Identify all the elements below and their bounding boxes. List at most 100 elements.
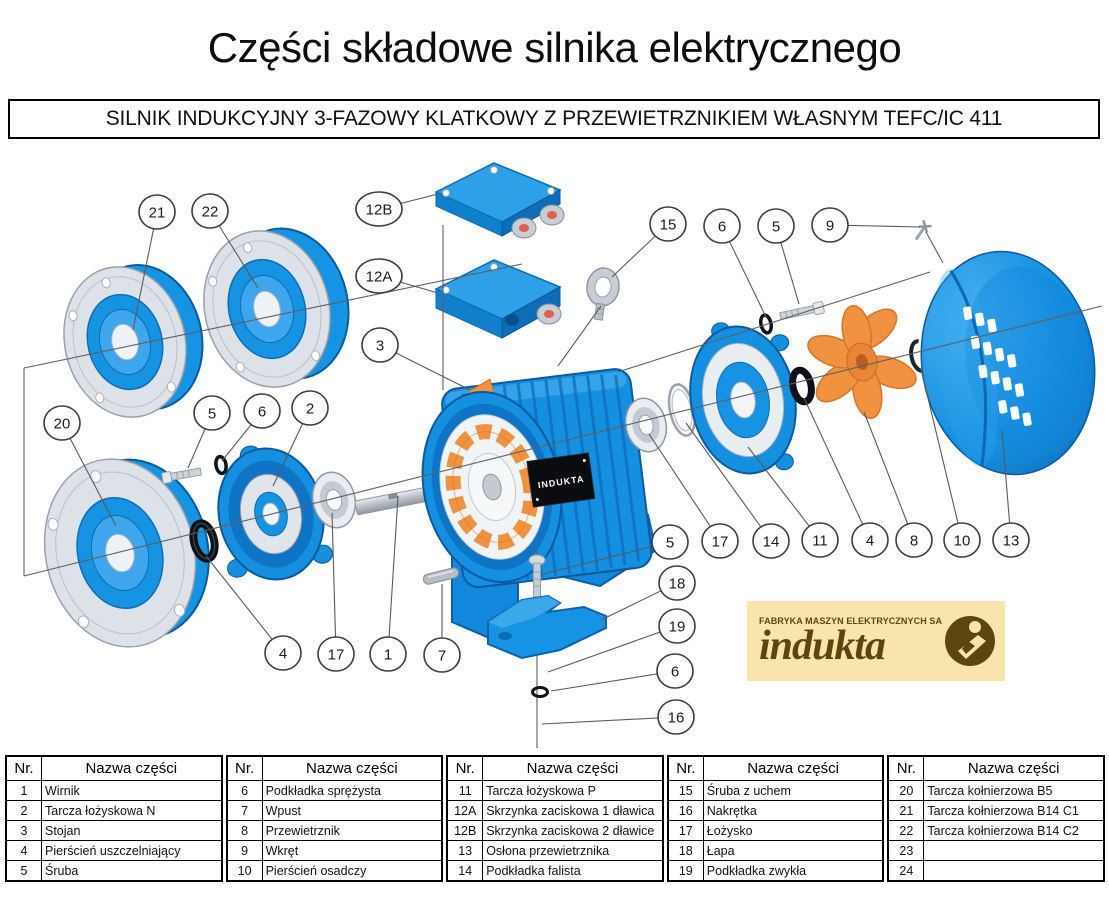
callout-4: 4 <box>264 635 302 671</box>
callout-17: 17 <box>701 523 739 559</box>
column-header-name: Nazwa części <box>923 755 1105 781</box>
leader-line-21 <box>132 211 158 331</box>
callout-21: 21 <box>138 194 176 230</box>
callout-2: 2 <box>291 390 329 426</box>
part-name: Tarcza kołnierzowa B14 C2 <box>923 820 1105 841</box>
leader-line-4 <box>803 397 871 541</box>
part-name: Wpust <box>261 800 443 821</box>
callout-5: 5 <box>757 208 795 244</box>
column-header-nr: Nr. <box>667 755 704 781</box>
part-name: Tarcza łożyskowa N <box>40 800 223 821</box>
svg-text:16: 16 <box>668 710 685 727</box>
leader-line-1 <box>387 495 399 655</box>
part-name: Wkręt <box>261 840 443 861</box>
svg-text:7: 7 <box>438 648 446 665</box>
leader-line-20 <box>61 422 117 527</box>
part-number: 3 <box>5 820 42 841</box>
column-header-nr: Nr. <box>5 755 42 781</box>
svg-text:4: 4 <box>279 646 287 663</box>
part-name: Podkładka falista <box>482 860 664 882</box>
part-number: 7 <box>226 800 263 821</box>
callout-6: 6 <box>243 393 281 429</box>
svg-text:14: 14 <box>763 534 780 551</box>
subtitle-box: SILNIK INDUKCYJNY 3-FAZOWY KLATKOWY Z PR… <box>8 99 1100 139</box>
callout-16: 16 <box>657 699 695 735</box>
stator: INDUKTA <box>421 368 658 642</box>
part-name: Podkładka sprężysta <box>261 780 443 801</box>
svg-text:10: 10 <box>954 533 971 550</box>
vent-slots <box>963 306 1032 426</box>
part-number: 9 <box>226 840 263 861</box>
svg-text:12A: 12A <box>366 269 393 286</box>
part-name: Osłona przewietrznika <box>482 840 664 861</box>
leader-line-14 <box>685 422 772 542</box>
bolt-left <box>161 467 202 484</box>
part-number: 18 <box>667 840 704 861</box>
foot-fastener-set <box>487 548 607 748</box>
part-name: Stojan <box>40 820 223 841</box>
terminal-box-1-gland <box>434 259 562 339</box>
leader-line-4 <box>205 555 284 654</box>
indukta-logo: FABRYKA MASZYN ELEKTRYCZNYCH SA indukta <box>747 601 1005 681</box>
part-number: 6 <box>226 780 263 801</box>
bolt-vertical <box>528 554 546 598</box>
svg-text:6: 6 <box>718 219 726 236</box>
callout-10: 10 <box>943 522 981 558</box>
subtitle-text: SILNIK INDUKCYJNY 3-FAZOWY KLATKOWY Z PR… <box>105 107 1003 130</box>
svg-text:11: 11 <box>812 533 828 550</box>
part-name: Śruba <box>40 860 223 882</box>
part-number: 14 <box>446 860 484 882</box>
svg-text:5: 5 <box>208 406 216 423</box>
part-name: Przewietrznik <box>261 820 443 841</box>
part-number: 2 <box>5 800 42 821</box>
part-name: Tarcza kołnierzowa B5 <box>923 780 1105 801</box>
part-name: Wirnik <box>40 780 223 801</box>
leader-line-17 <box>648 433 721 542</box>
callout-18: 18 <box>658 565 696 601</box>
part-name: Łożysko <box>702 820 884 841</box>
callout-17: 17 <box>317 636 355 672</box>
callout-6: 6 <box>703 208 741 244</box>
part-name: Skrzynka zaciskowa 2 dławice <box>482 820 664 841</box>
leader-lines <box>61 193 1012 725</box>
callout-15: 15 <box>649 206 687 242</box>
svg-text:5: 5 <box>772 219 780 236</box>
part-number: 13 <box>446 840 484 861</box>
part-number: 11 <box>446 780 484 801</box>
bearing-rear <box>624 397 668 453</box>
flange-b5 <box>43 458 210 648</box>
leader-line-19 <box>547 625 678 673</box>
svg-text:1: 1 <box>384 647 392 664</box>
motor-nameplate: INDUKTA <box>526 452 596 508</box>
part-name <box>923 860 1105 882</box>
svg-text:9: 9 <box>826 218 834 235</box>
part-number: 10 <box>226 860 263 882</box>
leader-line-13 <box>1001 429 1012 541</box>
svg-text:13: 13 <box>1003 533 1020 550</box>
callout-11: 11 <box>801 522 839 558</box>
logo-brand-name: indukta <box>759 622 886 667</box>
leader-line-11 <box>747 446 821 541</box>
svg-text:8: 8 <box>910 533 918 550</box>
callout-6: 6 <box>656 653 694 689</box>
callout-7: 7 <box>423 637 461 673</box>
fan <box>807 305 917 419</box>
fan-cover <box>920 250 1096 476</box>
part-number: 4 <box>5 840 42 861</box>
callout-8: 8 <box>895 522 933 558</box>
flange-b14-c2 <box>203 227 350 388</box>
logo-company-name: FABRYKA MASZYN ELEKTRYCZNYCH SA <box>759 615 943 626</box>
bearing-shield-p <box>689 322 797 475</box>
